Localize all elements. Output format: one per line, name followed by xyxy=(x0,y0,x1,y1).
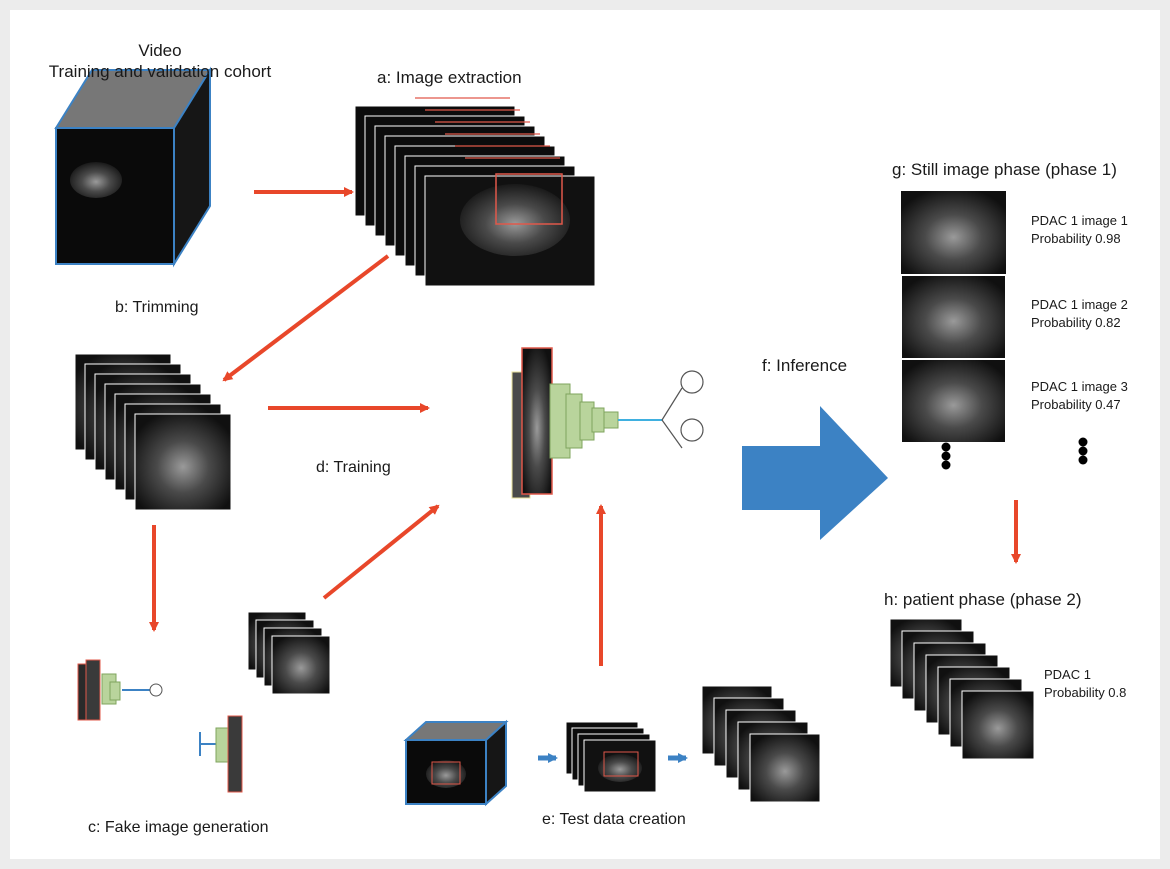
ellipsis-dots-left xyxy=(941,442,951,470)
patient-result-name: PDAC 1 xyxy=(1044,667,1091,682)
still-result-3: PDAC 1 image 3 Probability 0.47 xyxy=(1031,378,1128,414)
step-d-label: d: Training xyxy=(316,459,391,476)
still-result-3-probability: Probability 0.47 xyxy=(1031,397,1121,412)
video-title: Video xyxy=(138,41,182,60)
still-result-2-probability: Probability 0.82 xyxy=(1031,315,1121,330)
patient-result: PDAC 1 Probability 0.8 xyxy=(1044,666,1126,702)
pipeline-diagram xyxy=(54,66,1088,807)
step-a-label: a: Image extraction xyxy=(377,68,522,87)
figure-panel: Video Training and validation cohort a: … xyxy=(10,10,1160,859)
video-cube-training xyxy=(54,66,212,268)
video-cube-test xyxy=(403,719,509,807)
still-result-1: PDAC 1 image 1 Probability 0.98 xyxy=(1031,212,1128,248)
still-result-2-name: PDAC 1 image 2 xyxy=(1031,297,1128,312)
still-result-2: PDAC 1 image 2 Probability 0.82 xyxy=(1031,296,1128,332)
still-result-3-name: PDAC 1 image 3 xyxy=(1031,379,1128,394)
step-e-label: e: Test data creation xyxy=(542,811,686,828)
flow-arrows xyxy=(149,187,1021,666)
gan-discriminator xyxy=(199,715,243,793)
test-trimmed-stack xyxy=(701,685,821,803)
patient-image-stack xyxy=(889,618,1035,760)
still-image-3 xyxy=(900,358,1007,444)
still-image-2 xyxy=(900,274,1007,360)
arrow-fake-to-training xyxy=(322,504,440,600)
step-h-label: h: patient phase (phase 2) xyxy=(884,590,1082,609)
cnn-model xyxy=(511,347,704,499)
gan-generator xyxy=(77,659,163,721)
still-result-1-name: PDAC 1 image 1 xyxy=(1031,213,1128,228)
video-subtitle: Training and validation cohort xyxy=(48,62,272,81)
still-result-1-probability: Probability 0.98 xyxy=(1031,231,1121,246)
image-extraction-stack xyxy=(354,97,596,287)
still-image-1 xyxy=(901,191,1006,275)
arrow-extraction-to-trimming xyxy=(222,254,390,382)
trimmed-image-stack xyxy=(74,353,232,511)
step-g-label: g: Still image phase (phase 1) xyxy=(892,160,1117,179)
inference-arrow xyxy=(742,406,888,540)
step-c-label: c: Fake image generation xyxy=(88,819,269,836)
step-f-label: f: Inference xyxy=(762,356,848,375)
ellipsis-dots-right xyxy=(1078,437,1088,465)
video-label: Video Training and validation cohort xyxy=(40,40,280,82)
fake-image-stack xyxy=(247,611,331,695)
step-b-label: b: Trimming xyxy=(115,299,199,316)
test-frame-stack xyxy=(565,721,657,793)
patient-result-probability: Probability 0.8 xyxy=(1044,685,1127,700)
